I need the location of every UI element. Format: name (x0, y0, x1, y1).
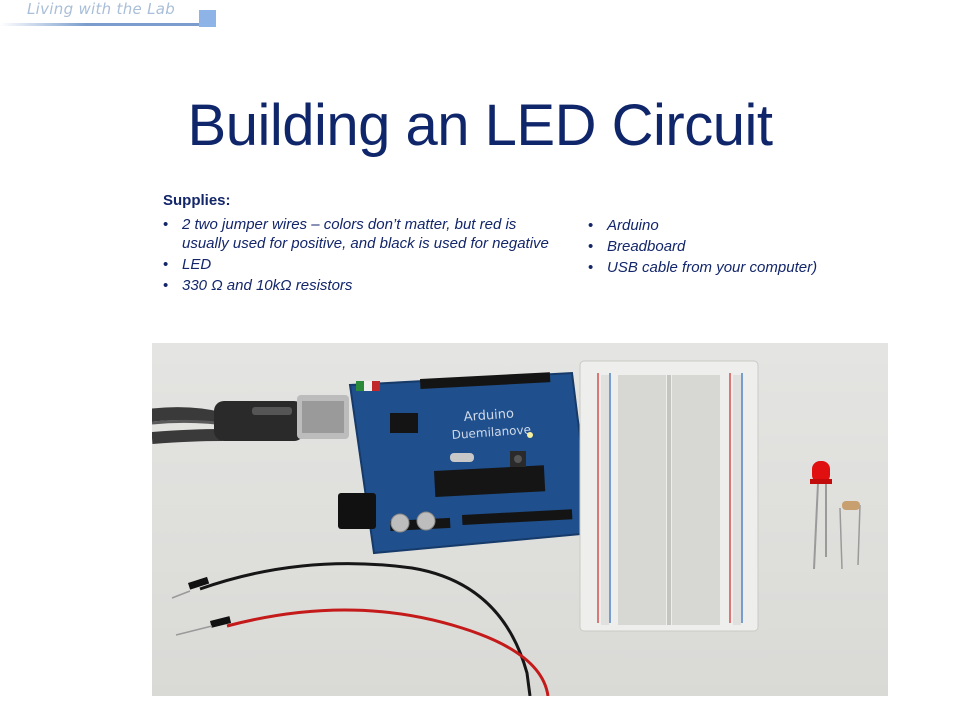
resistor-component (839, 501, 861, 570)
bullet-icon: • (588, 259, 594, 276)
board-label: Arduino (463, 407, 514, 425)
list-item-text: Arduino (607, 217, 659, 234)
list-item: • LED (163, 255, 563, 274)
board-sublabel: Duemilanove (451, 422, 531, 442)
list-item: • Breadboard (588, 237, 908, 256)
supplies-list-left: • 2 two jumper wires – colors don’t matte… (163, 215, 563, 297)
list-item-text: USB cable from your computer) (607, 259, 818, 276)
banner-text: Living with the Lab (27, 0, 176, 18)
list-item: • USB cable from your computer) (588, 258, 908, 277)
banner-square (199, 10, 216, 27)
list-item-text: LED (182, 256, 212, 273)
led-component (810, 461, 832, 570)
list-item-text: 2 two jumper wires – colors don’t matter… (182, 216, 549, 252)
list-item-text: 330 Ω and 10kΩ resistors (182, 277, 353, 294)
header-banner: Living with the Lab (0, 0, 220, 30)
components-illustration: Arduino Duemilanove (152, 360, 861, 696)
bullet-icon: • (163, 277, 169, 294)
jumper-wires (171, 562, 550, 696)
bullet-icon: • (163, 216, 169, 233)
slide-title: Building an LED Circuit (187, 93, 773, 158)
arduino-board: Arduino Duemilanove (338, 371, 594, 555)
list-item: • Arduino (588, 216, 908, 235)
breadboard (579, 360, 759, 632)
bullet-icon: • (163, 256, 169, 273)
bullet-icon: • (588, 238, 594, 255)
supplies-heading: Supplies: (163, 192, 231, 209)
banner-line (0, 23, 216, 26)
usb-cable (152, 395, 349, 444)
supplies-list-right: • Arduino • Breadboard • USB cable from you… (588, 216, 908, 279)
bullet-icon: • (588, 217, 594, 234)
list-item-text: Breadboard (607, 238, 686, 255)
list-item: • 330 Ω and 10kΩ resistors (163, 276, 563, 295)
components-photo: Arduino Duemilanove (152, 343, 888, 696)
list-item: • 2 two jumper wires – colors don’t matte… (163, 215, 563, 253)
